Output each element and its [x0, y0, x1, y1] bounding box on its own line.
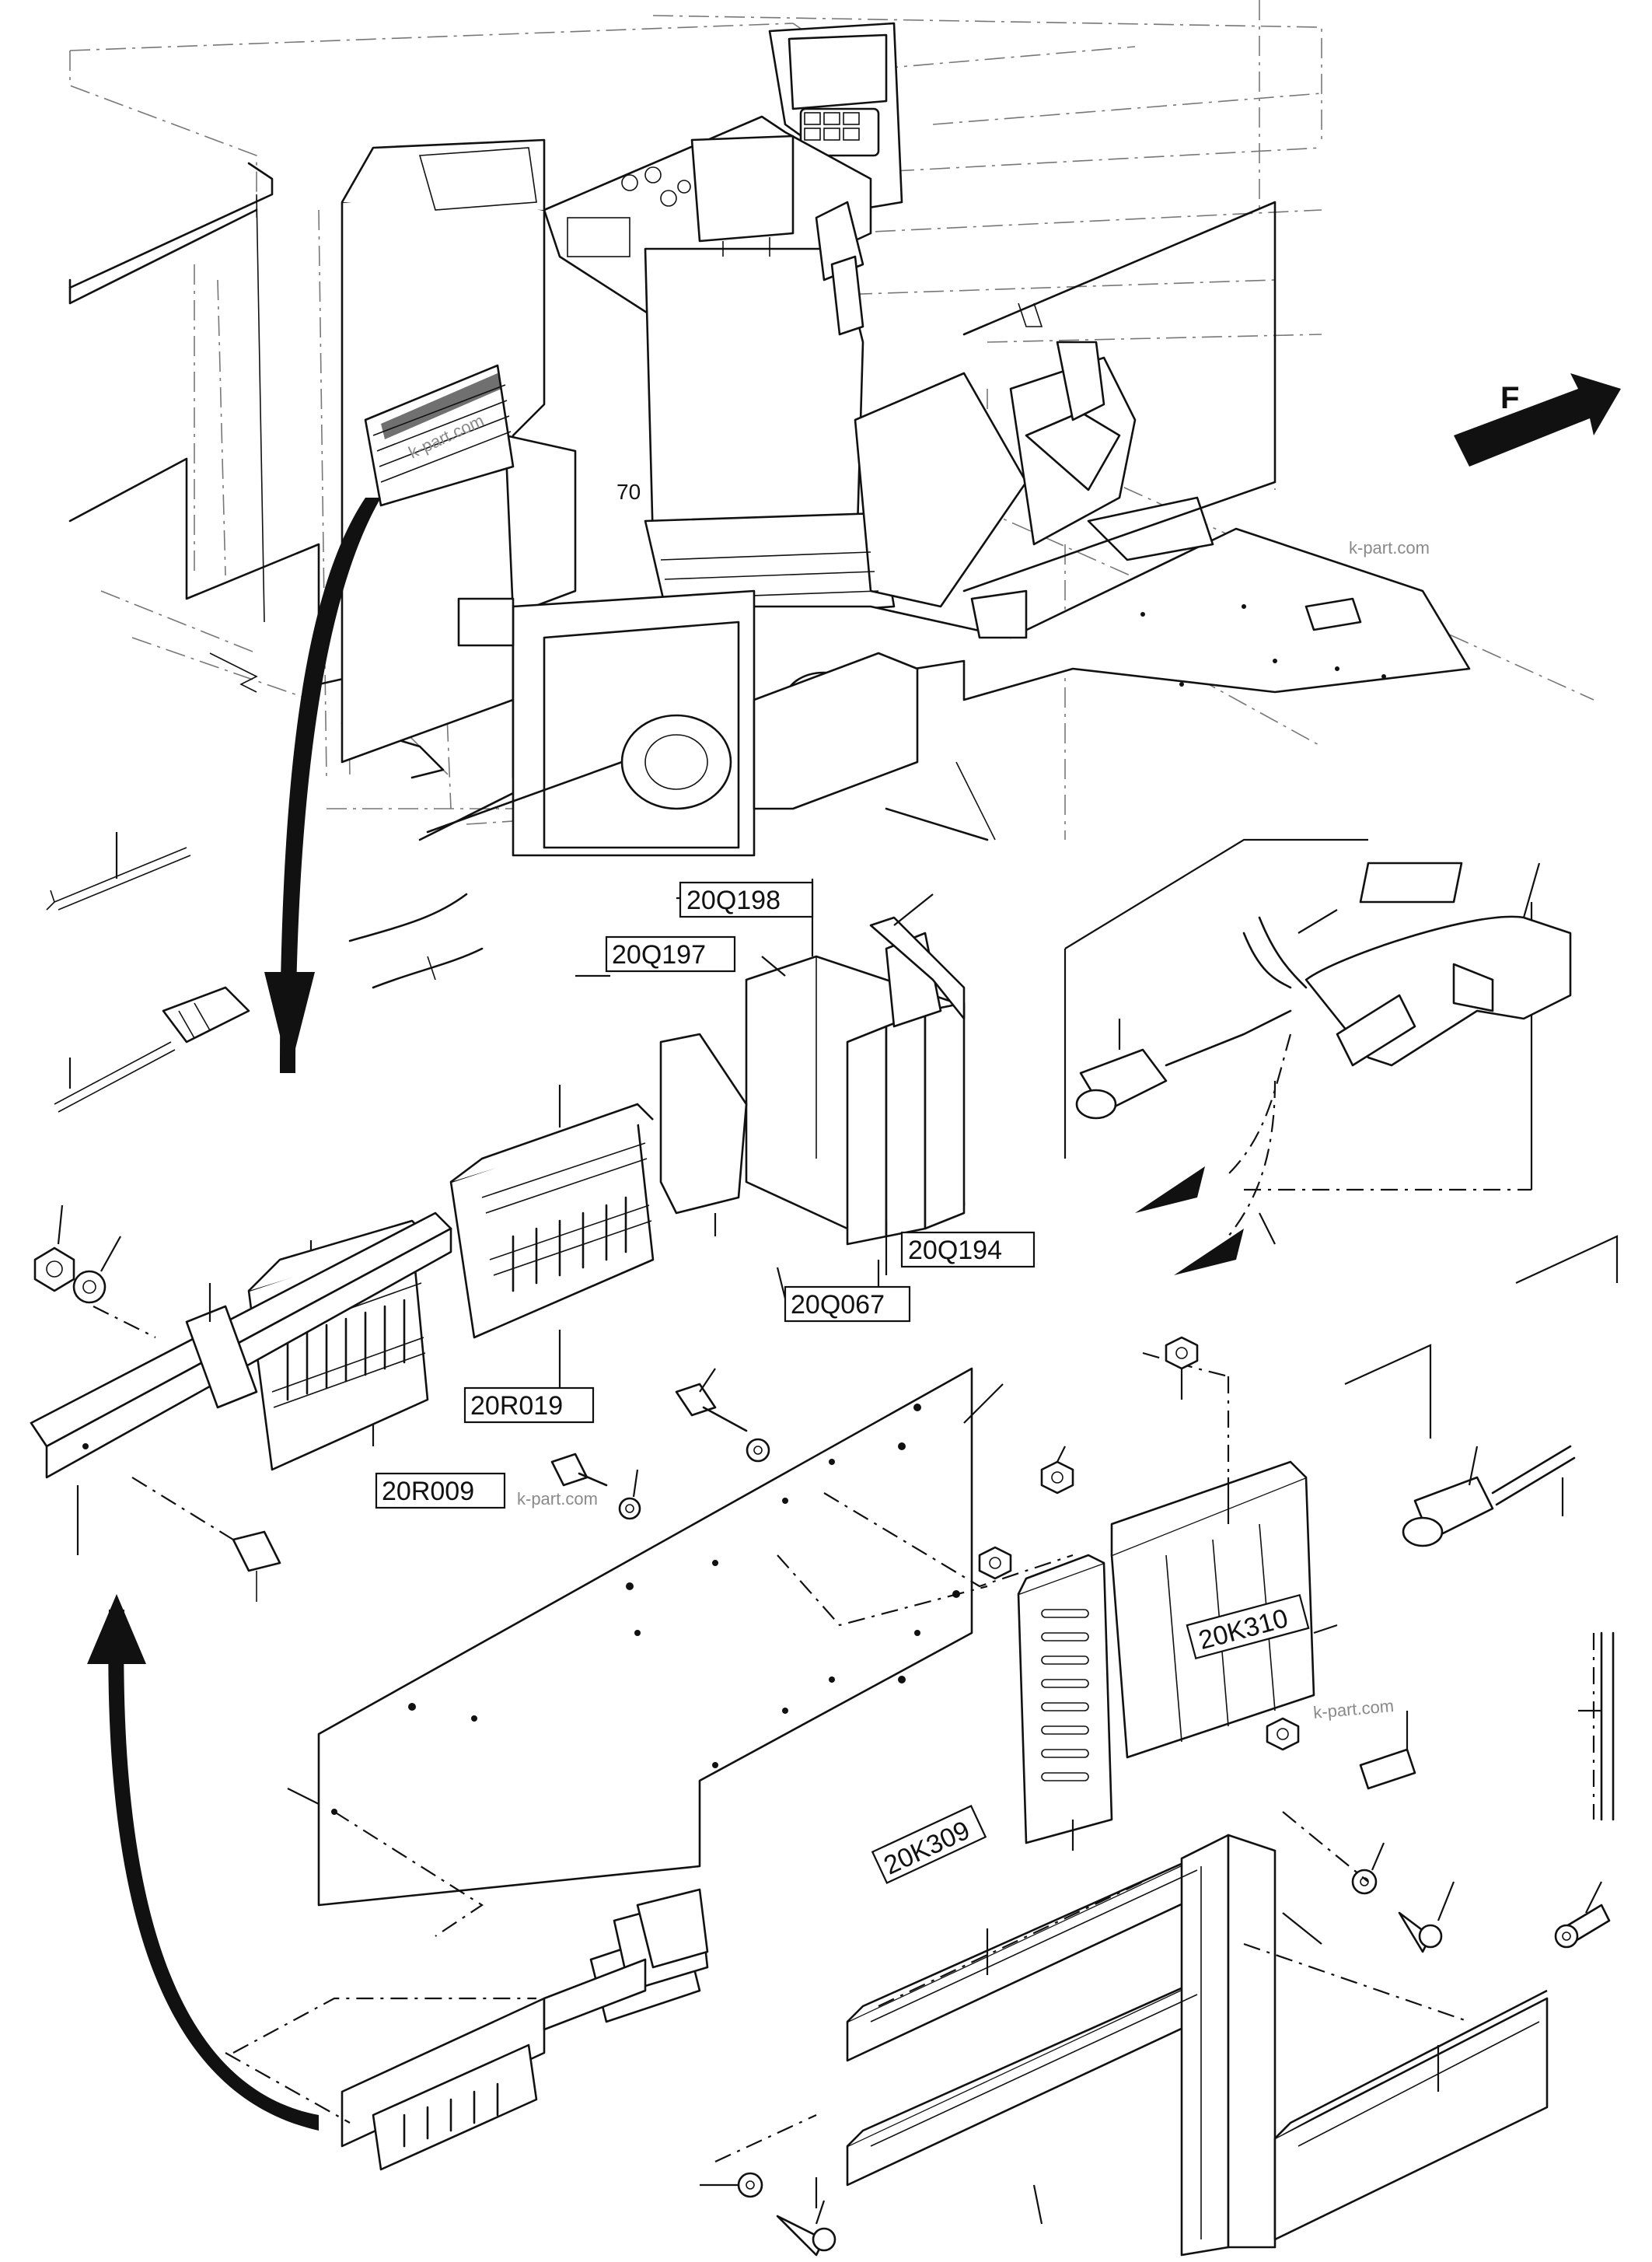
lock-washer-left — [72, 1236, 156, 1338]
svg-text:20K309: 20K309 — [879, 1816, 974, 1881]
hex-nut-right-2 — [1040, 1446, 1074, 1495]
direction-label: F — [1500, 381, 1519, 415]
hex-nut-left — [33, 1204, 75, 1292]
small-connector — [1359, 1711, 1416, 1790]
watermark-top: k-part.com — [1349, 538, 1430, 558]
forward-arrow: F — [1454, 373, 1621, 467]
svg-text:20Q197: 20Q197 — [612, 940, 706, 970]
swoosh-arrow-lower — [87, 1594, 319, 2131]
mounting-plate — [287, 1367, 1074, 1937]
ring-terminal — [1554, 1881, 1611, 1949]
washer-screw-right — [1282, 1811, 1455, 1953]
terminal-block-20R019 — [449, 1103, 655, 1339]
cab-floor-left — [68, 162, 996, 841]
cable-duct-system — [815, 1834, 1549, 2257]
swoosh-arrow-upper — [264, 498, 381, 1073]
relay-module-20K309 — [1017, 1554, 1113, 1851]
label-20R009: 20R009 — [375, 1472, 506, 1509]
connector-detail-box — [1063, 838, 1572, 1191]
hex-nut-right-4: k-part.com — [1266, 1696, 1395, 1751]
washer-screw-bottom — [700, 2114, 836, 2257]
din-rail — [30, 1211, 452, 1555]
svg-text:20Q198: 20Q198 — [686, 886, 781, 915]
svg-text:20Q194: 20Q194 — [908, 1236, 1002, 1265]
relay-module-20K310 — [1110, 1351, 1338, 1759]
wall-relay-block — [364, 364, 515, 507]
heater-box — [426, 589, 919, 857]
label-20Q197: 20Q197 — [605, 935, 736, 973]
svg-text:20R019: 20R019 — [470, 1391, 563, 1421]
watermark-right: k-part.com — [1312, 1696, 1395, 1722]
svg-text:20R009: 20R009 — [382, 1477, 474, 1506]
cable-segment-left — [348, 893, 484, 989]
hex-nut-right-3 — [978, 1546, 1012, 1580]
rear-wall-panel — [962, 201, 1277, 593]
svg-text:20Q067: 20Q067 — [791, 1290, 885, 1320]
bolt-center-2: k-part.com — [517, 1453, 641, 1520]
label-20K309: 20K309 — [871, 1805, 987, 1884]
contactor-stack — [659, 893, 966, 1246]
watermark-mid: k-part.com — [517, 1489, 598, 1509]
cable-gland — [54, 986, 250, 1113]
operator-seat — [644, 135, 1137, 624]
label-20Q067: 20Q067 — [784, 1285, 911, 1323]
bolt-lower-left — [131, 1477, 281, 1602]
label-20R019: 20R019 — [463, 1386, 595, 1424]
connector-plug-upper — [1075, 1009, 1292, 1275]
connector-plug-lower — [1344, 1235, 1619, 1547]
bolt-center-1 — [675, 1368, 770, 1463]
lower-rail-assembly — [225, 1888, 709, 2171]
reference-number: 70 — [616, 480, 641, 504]
label-20Q194: 20Q194 — [900, 1231, 1036, 1268]
cable-sleeve-long — [1578, 1631, 1615, 1821]
hex-nut-right-1 — [1165, 1336, 1199, 1400]
label-20Q198: 20Q198 — [679, 881, 814, 918]
cable-terminal-left — [46, 832, 191, 911]
